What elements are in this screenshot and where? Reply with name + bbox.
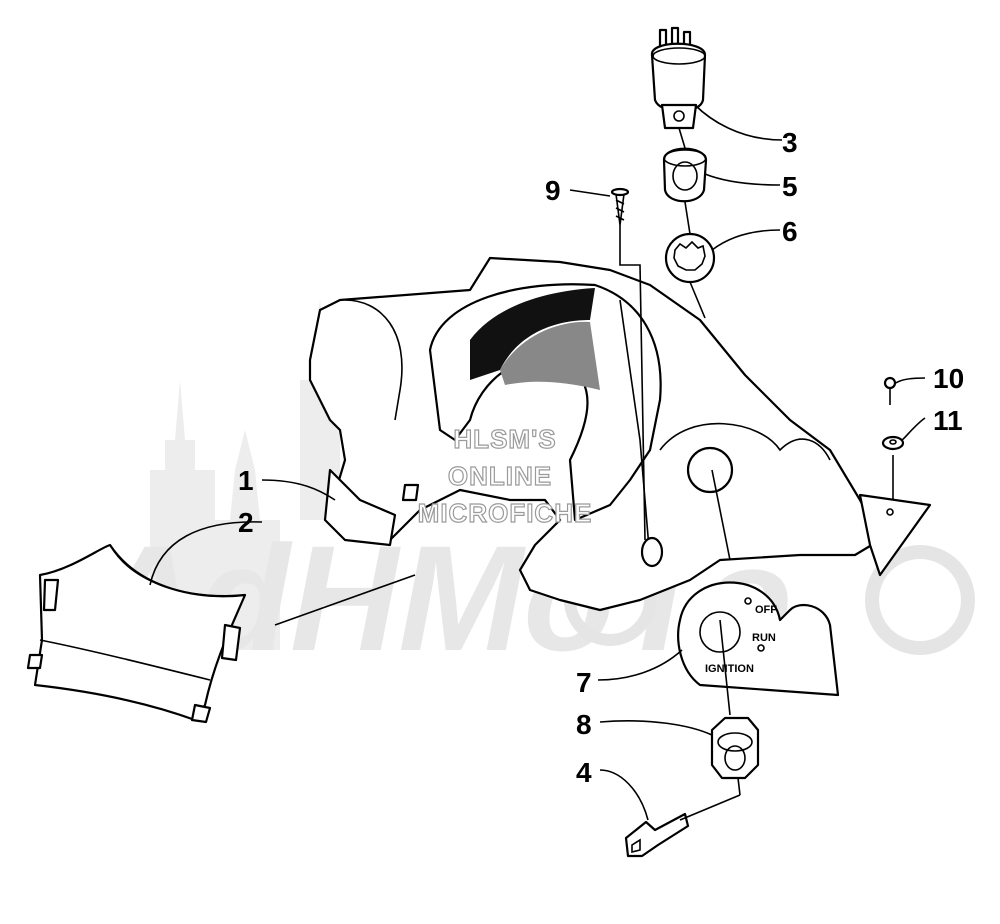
callout-4: 4 [576,757,592,788]
ignition-switch-part [650,26,707,130]
callout-8: 8 [576,709,592,740]
lock-washer-part [664,232,716,284]
callout-labels: 1 2 3 4 5 6 7 8 9 10 11 [238,127,964,788]
ignition-panel-part: OFF RUN IGNITION [677,581,840,697]
callout-1: 1 [238,465,254,496]
watermark-line-3: MICROFICHE [418,498,593,528]
off-label: OFF [755,604,777,616]
watermark-line-2: ONLINE [448,461,552,491]
callout-3: 3 [782,127,798,158]
mount-screw-part [881,376,905,500]
console-housing [308,256,932,612]
callout-5: 5 [782,171,798,202]
callout-6: 6 [782,216,798,247]
callout-10: 10 [933,363,964,394]
ignition-label: IGNITION [705,663,754,675]
callout-7: 7 [576,667,592,698]
leader-lines [149,104,926,821]
ignition-nut-part [710,716,760,780]
run-label: RUN [752,632,776,644]
callout-2: 2 [238,507,254,538]
watermark-line-1: HLSM'S [453,424,556,454]
callout-11: 11 [933,405,963,436]
callout-9: 9 [545,175,561,206]
bezel-nut-part [662,147,708,203]
lower-cover-part [26,543,416,724]
ignition-key-part [624,812,690,858]
site-watermark: HLSM'S ONLINE MICROFICHE [417,423,593,528]
housing-screw-part [610,187,630,226]
